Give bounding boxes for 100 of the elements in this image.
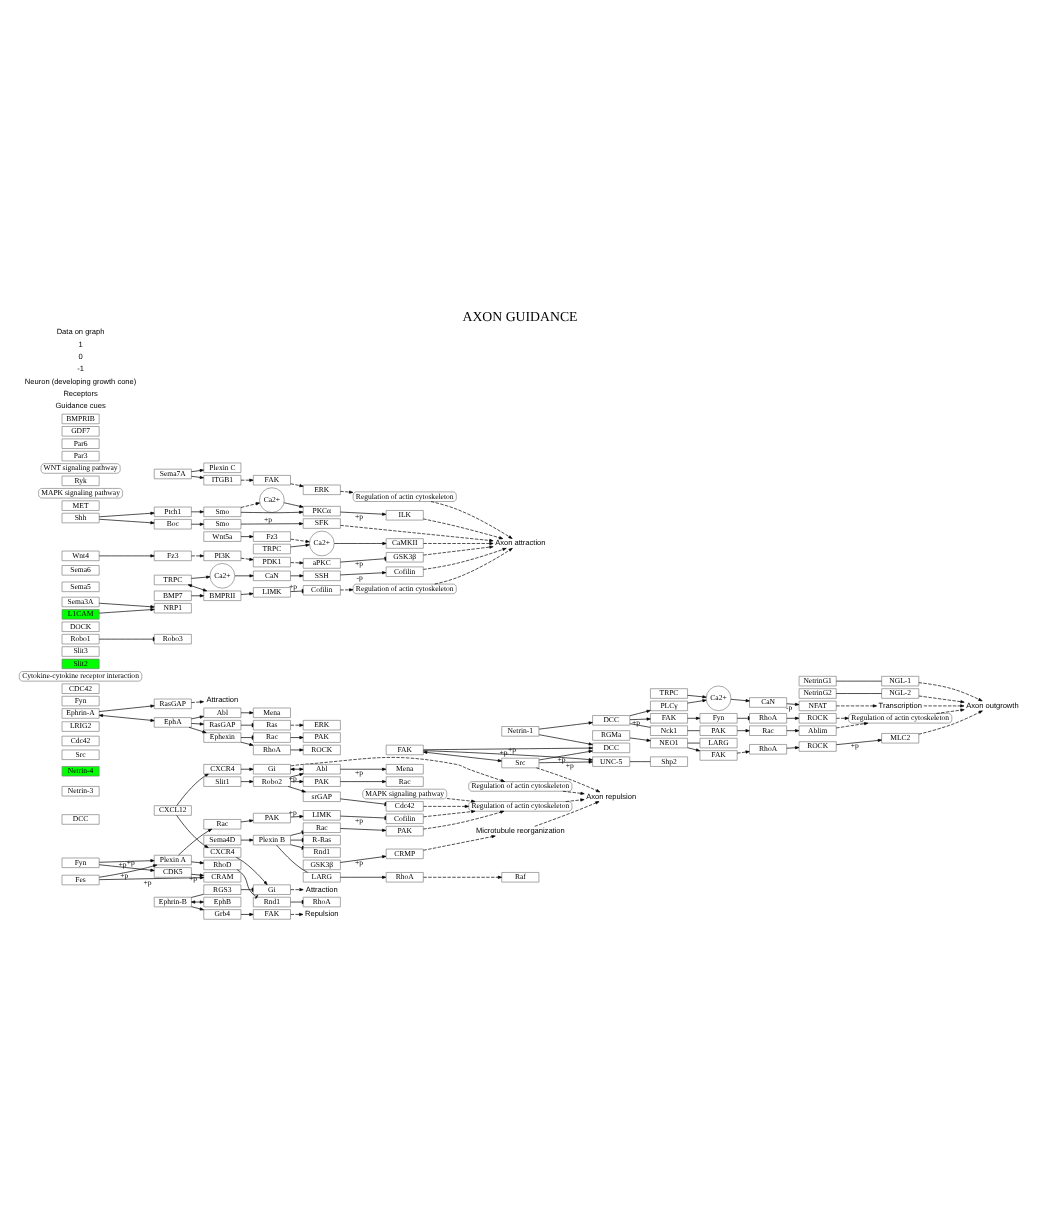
arrow — [191, 522, 204, 526]
arrow — [687, 747, 701, 752]
arrow — [423, 545, 494, 556]
arrow — [240, 838, 254, 842]
connector — [290, 589, 304, 594]
arrow — [423, 518, 504, 540]
arrow — [446, 798, 476, 803]
arrow — [234, 574, 254, 578]
arrow — [423, 750, 593, 762]
arrow — [340, 767, 387, 771]
arrow — [240, 502, 260, 508]
arrow — [340, 780, 387, 784]
arrow — [176, 815, 209, 848]
arrow — [191, 575, 211, 579]
arrow — [191, 475, 204, 479]
arrow — [923, 704, 965, 708]
connector — [629, 723, 651, 728]
arrow — [191, 722, 204, 726]
arrow — [340, 875, 387, 879]
arrow — [687, 716, 701, 720]
arrow — [423, 810, 476, 818]
connector — [276, 844, 308, 873]
arrow — [176, 773, 209, 806]
arrow — [423, 541, 494, 546]
arrow — [340, 855, 387, 863]
arrow — [836, 704, 877, 708]
arrow — [629, 737, 651, 742]
arrow — [98, 608, 155, 614]
arrow — [290, 912, 304, 916]
arrow — [340, 571, 387, 576]
arrow — [191, 900, 204, 904]
arrow — [423, 875, 502, 879]
arrow — [430, 501, 513, 539]
arrow — [786, 702, 800, 706]
arrow — [99, 876, 204, 880]
connector — [836, 693, 882, 694]
arrow — [240, 780, 254, 784]
arrow — [290, 748, 304, 752]
arrow — [629, 709, 651, 717]
connector — [290, 844, 304, 850]
arrow — [98, 554, 155, 558]
arrow — [423, 810, 505, 830]
arrow — [98, 518, 155, 525]
connector — [98, 637, 155, 642]
arrow — [240, 535, 254, 539]
arrow — [340, 525, 494, 542]
arrow — [730, 699, 750, 703]
arrow — [98, 859, 155, 863]
arrow — [240, 592, 254, 596]
arrow — [935, 708, 965, 714]
arrow — [340, 588, 354, 592]
arrow — [786, 746, 800, 750]
arrow — [538, 750, 593, 761]
arrow — [235, 857, 268, 885]
arrow — [191, 906, 204, 911]
arrow — [287, 786, 306, 793]
arrow — [191, 700, 204, 704]
arrow — [565, 798, 585, 802]
arrow — [290, 888, 304, 892]
arrow — [240, 767, 254, 771]
arrow — [98, 714, 155, 722]
arrow — [191, 861, 204, 865]
arrow — [98, 704, 155, 712]
arrow — [340, 490, 354, 494]
arrow — [334, 541, 387, 546]
arrow — [423, 548, 507, 570]
arrow — [191, 873, 204, 877]
arrow — [534, 801, 600, 827]
connector — [236, 869, 259, 899]
arrow — [836, 716, 849, 720]
arrow — [786, 716, 800, 720]
arrow — [240, 510, 304, 514]
arrow — [836, 738, 882, 746]
arrow — [918, 695, 965, 704]
arrow — [290, 736, 304, 740]
connector — [240, 723, 254, 728]
arrow — [423, 746, 593, 751]
arrow — [836, 722, 869, 729]
arrow — [188, 726, 207, 734]
arrow — [191, 554, 204, 558]
arrow — [538, 734, 593, 746]
arrow — [290, 757, 505, 782]
arrow — [240, 819, 254, 823]
arrow — [283, 502, 304, 508]
arrow — [99, 864, 158, 878]
arrow — [918, 710, 983, 735]
arrow — [538, 721, 593, 730]
connector — [290, 838, 304, 843]
arrow — [290, 483, 304, 488]
arrow — [178, 828, 213, 856]
arrow — [423, 750, 502, 763]
arrow — [240, 711, 254, 715]
arrow — [536, 767, 601, 793]
connector — [290, 899, 304, 905]
arrow — [918, 682, 983, 702]
arrow — [687, 694, 707, 699]
arrow — [290, 538, 310, 543]
arrow — [562, 790, 585, 795]
connector — [290, 830, 304, 836]
arrow — [98, 864, 155, 872]
